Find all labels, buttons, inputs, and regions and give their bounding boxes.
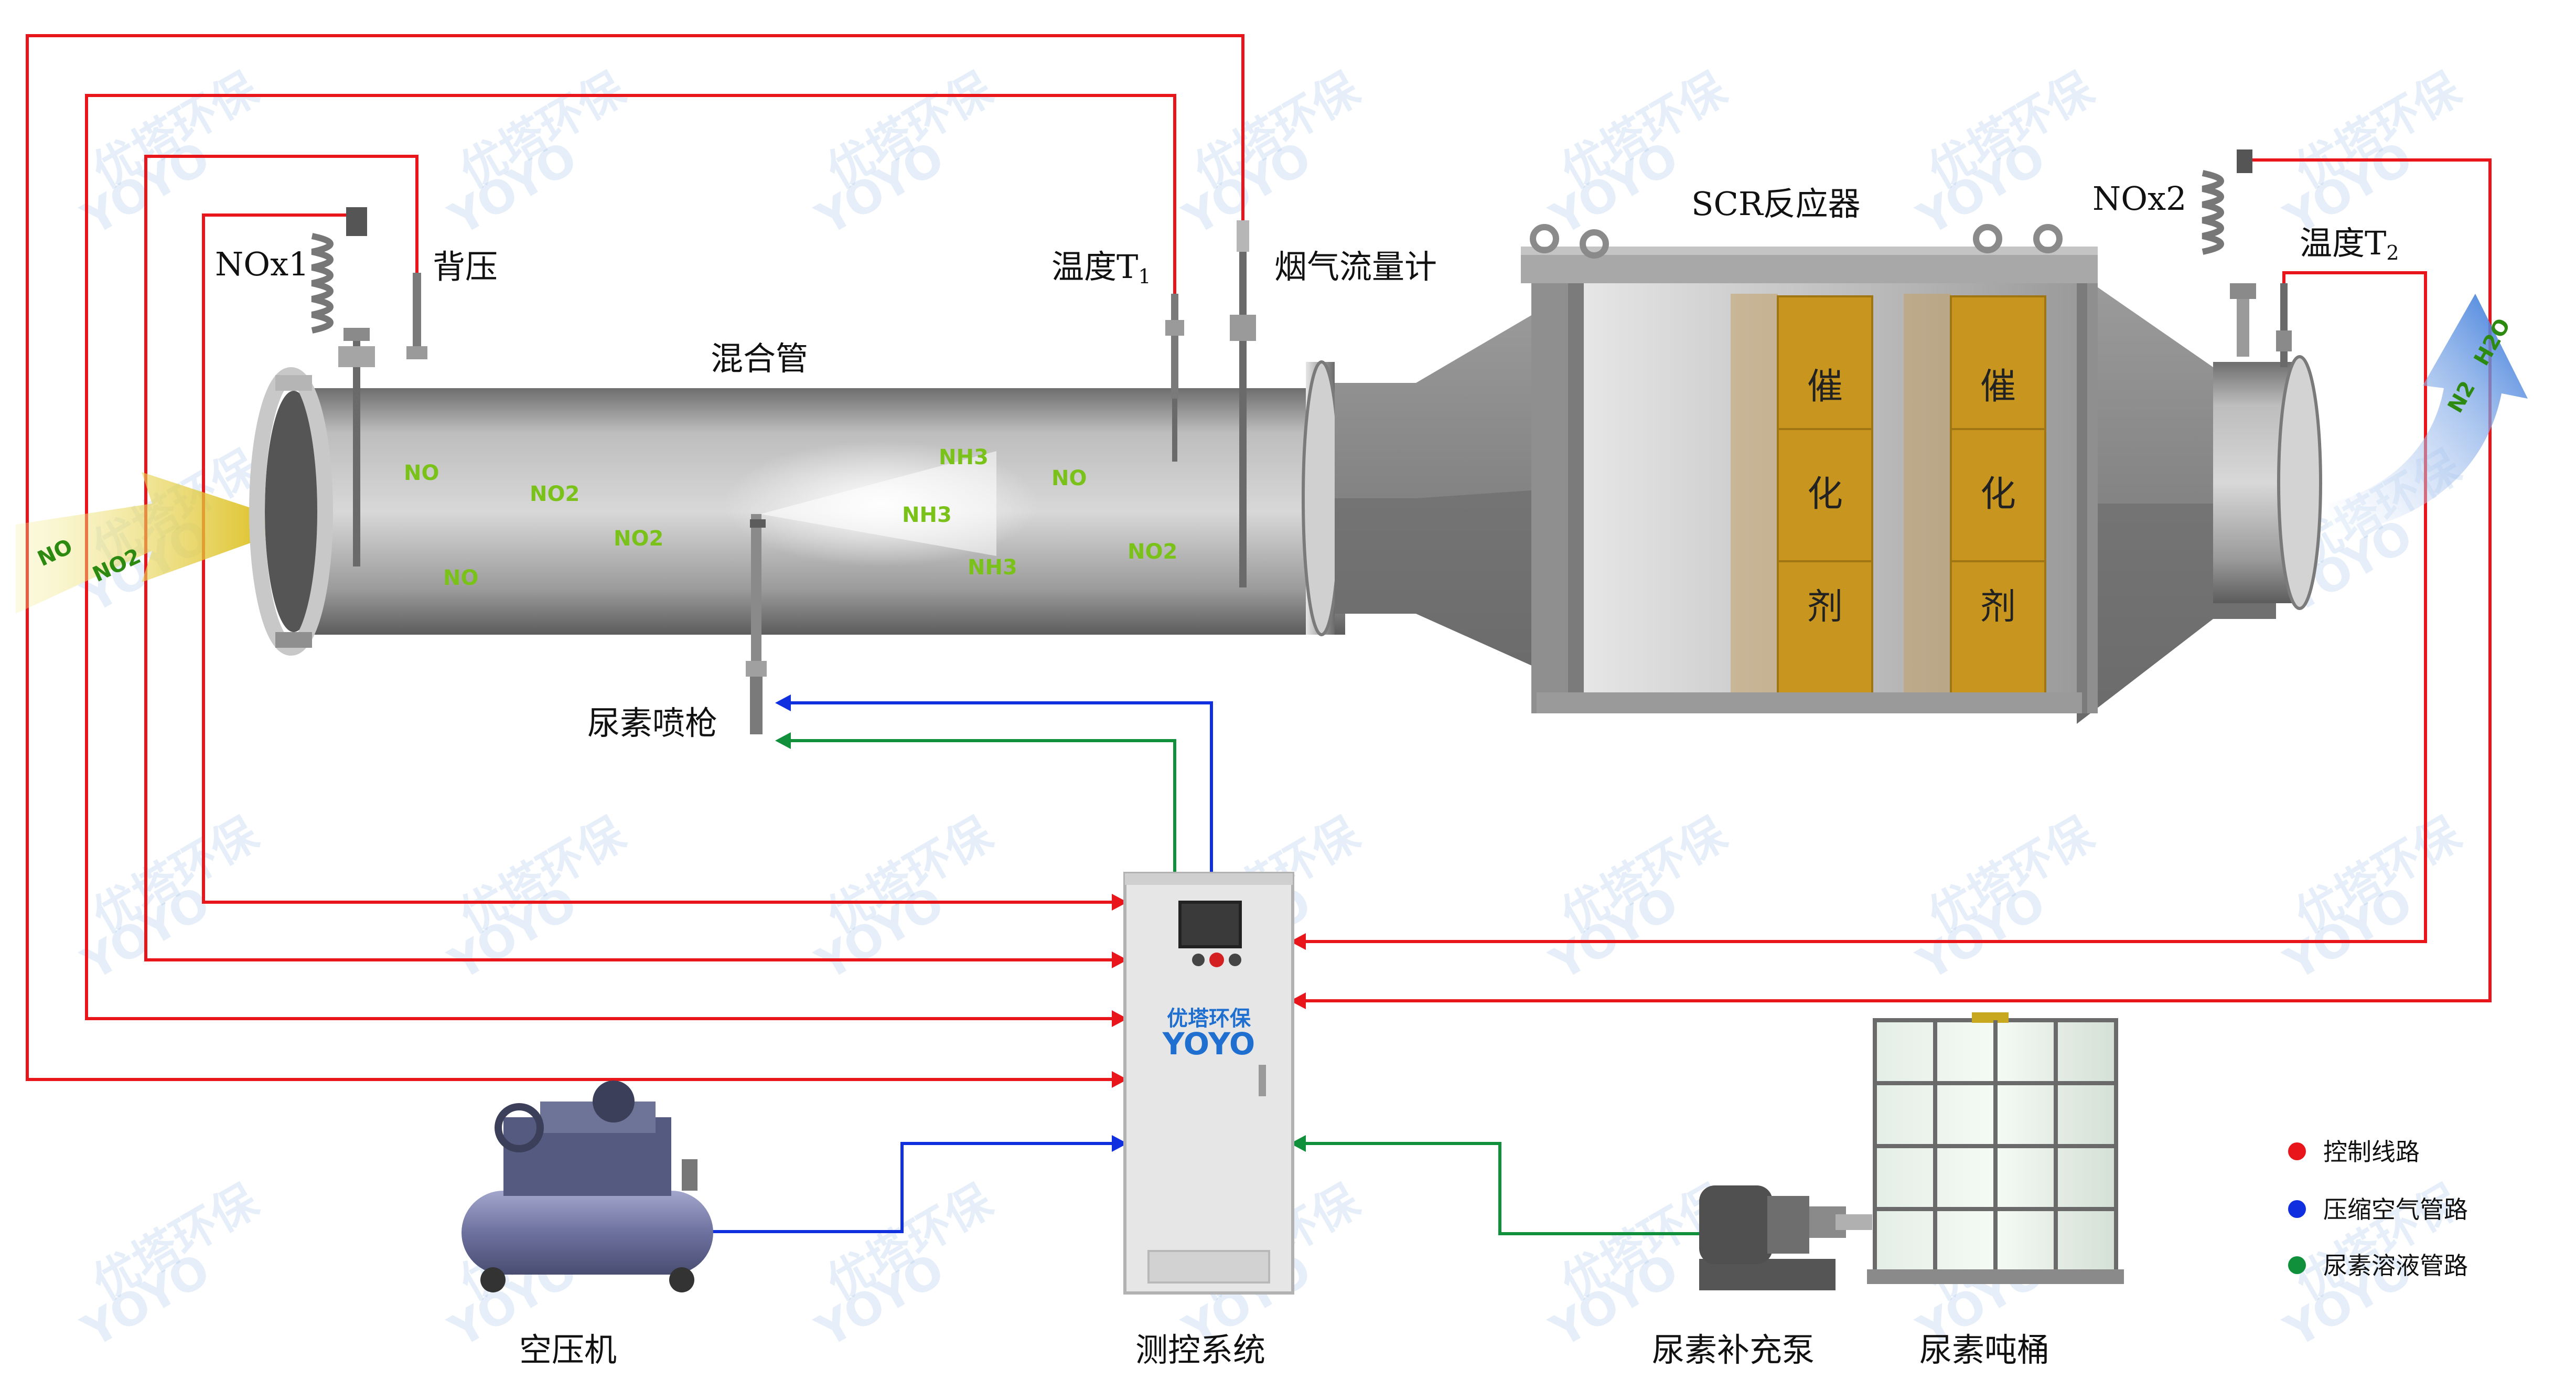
catalyst-left: 催 化 剂 [1777,295,1873,696]
hmi-screen[interactable] [1178,901,1242,948]
catalyst-char: 剂 [1980,586,2016,628]
label-urea-tote: 尿素吨桶 [1919,1331,2049,1369]
catalyst-right: 催 化 剂 [1950,295,2046,696]
arrowhead [1112,1010,1128,1027]
control-line-temp-t1 [85,94,1176,1020]
urea-line [775,732,1702,1235]
lifting-ring [2033,224,2063,253]
indicator-light [1192,954,1205,966]
back-pressure-sensor [406,273,427,359]
flowmeter-probe [1230,220,1256,341]
gas-label-no: NO [443,566,478,590]
legend-dot-control [2288,1142,2306,1160]
legend-label-urea: 尿素溶液管路 [2323,1252,2468,1280]
temp-t2-sensor [2276,283,2292,367]
arrowhead [1290,992,1306,1009]
gas-label-no2: NO2 [530,482,579,506]
label-mixing-pipe: 混合管 [711,339,808,378]
control-line-flowmeter [26,34,1244,1081]
arrowhead [1112,1071,1128,1088]
lifting-ring [1580,229,1609,259]
label-urea-pump: 尿素补充泵 [1652,1331,1815,1369]
urea-tote [1867,1012,2124,1284]
lifting-ring [1973,224,2002,253]
label-urea-injector: 尿素喷枪 [587,704,717,742]
scr-reactor: 催 化 剂 催 化 剂 [1335,224,2322,724]
arrowhead [1290,933,1306,950]
urea-pump [1699,1185,1872,1290]
emergency-button[interactable] [1209,953,1224,967]
inlet-gas-arrow: NO NO2 [16,472,302,614]
label-flowmeter: 烟气流量计 [1274,248,1437,286]
temp-t1-sensor [1165,294,1184,399]
nox1-sensor [311,207,375,367]
control-line-nox2 [1295,158,2492,1002]
air-compressor [461,1081,713,1292]
control-line-back-pressure [144,155,1122,961]
cabinet-brand-en: YOYO [1162,1026,1255,1062]
outlet-gas-arrow: N2 H2O [2328,294,2528,535]
legend-label-air: 压缩空气管路 [2323,1195,2468,1224]
indicator-light [1229,954,1241,966]
gas-label-no: NO [1051,466,1087,490]
label-temp-t2: 温度T2 [2300,224,2399,264]
mixing-pipe: NO NO2 NO2 NO NH3 NH3 NH3 NO NO2 [249,236,1345,656]
cabinet-brand-cn: 优塔环保 [1167,1007,1251,1031]
control-line-temp-t2 [1295,271,2427,943]
gas-label-no2: NO2 [614,527,663,551]
catalyst-char: 催 [1807,366,1843,408]
lifting-ring [1530,224,1559,253]
label-temp-t1: 温度T1 [1051,248,1151,288]
legend-dot-urea [2288,1256,2306,1274]
gas-label-no2: NO2 [1128,540,1177,564]
gas-label-nh3: NH3 [939,445,989,469]
cabinet-vent [1147,1250,1270,1284]
arrowhead [1112,894,1128,911]
door-handle[interactable] [1259,1065,1266,1096]
gas-label-no: NO [404,461,439,485]
nox2-sensor [2202,149,2256,357]
label-control-system: 测控系统 [1135,1331,1265,1369]
label-air-compressor: 空压机 [519,1331,617,1369]
urea-injector [746,514,767,734]
gas-label-nh3: NH3 [902,503,952,527]
label-nox2: NOx2 [2092,179,2187,218]
catalyst-char: 化 [1807,474,1843,515]
catalyst-char: 催 [1980,366,2016,408]
air-line [708,694,1213,1233]
legend: 控制线路 压缩空气管路 尿素溶液管路 [2288,1138,2468,1280]
arrowhead [1112,951,1128,968]
label-scr-reactor: SCR反应器 [1691,185,1861,223]
control-cabinet: 优塔环保 YOYO [1123,872,1294,1295]
legend-label-control: 控制线路 [2323,1138,2420,1166]
catalyst-char: 化 [1980,474,2016,515]
legend-dot-air [2288,1200,2306,1218]
label-back-pressure: 背压 [433,248,498,286]
label-nox1: NOx1 [215,245,309,283]
catalyst-char: 剂 [1807,586,1843,628]
pipe-inlet-opening [265,391,323,632]
labels: NOx1 背压 温度T1 烟气流量计 混合管 SCR反应器 NOx2 温度T2 … [215,179,2399,1369]
gas-label-nh3: NH3 [968,555,1017,580]
